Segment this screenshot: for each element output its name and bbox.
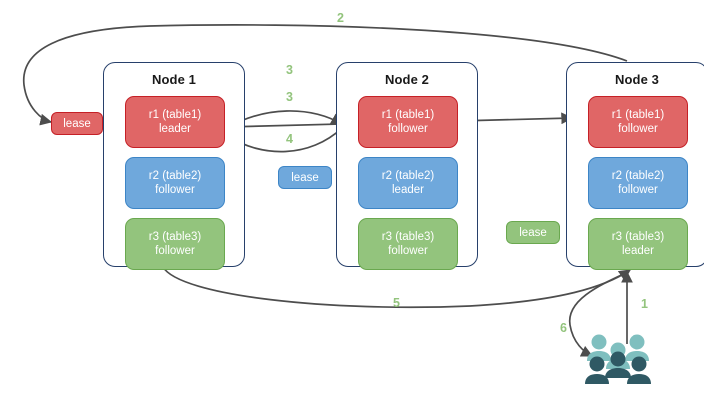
edge-label-3a: 3 xyxy=(286,63,293,77)
replica-label: r3 (table3) xyxy=(611,231,665,243)
edge-label-3b: 3 xyxy=(286,90,293,104)
node-container-3[interactable]: Node 3 r1 (table1) follower r2 (table2) … xyxy=(566,62,704,270)
replica-box[interactable]: r3 (table3) follower xyxy=(125,218,225,270)
edge-label-6: 6 xyxy=(560,321,567,335)
replica-role: follower xyxy=(388,123,428,135)
replica-role: follower xyxy=(388,245,428,257)
replica-label: r3 (table3) xyxy=(381,231,435,243)
node-title: Node 3 xyxy=(615,72,659,87)
edge-4-path xyxy=(227,127,343,153)
replica-box[interactable]: r1 (table1) follower xyxy=(588,96,688,148)
edge-label-2: 2 xyxy=(337,11,344,25)
node-container-1[interactable]: Node 1 r1 (table1) leader r2 (table2) fo… xyxy=(103,62,245,270)
user-figure-front-right xyxy=(627,356,651,384)
replica-label: r1 (table1) xyxy=(381,109,435,121)
replica-box[interactable]: r2 (table2) leader xyxy=(358,157,458,209)
replica-label: r2 (table2) xyxy=(148,170,202,182)
edge-label-4: 4 xyxy=(286,132,293,146)
replica-box[interactable]: r2 (table2) follower xyxy=(125,157,225,209)
edge-label-5: 5 xyxy=(393,296,400,310)
replica-box[interactable]: r1 (table1) follower xyxy=(358,96,458,148)
lease-chip-r3[interactable]: lease xyxy=(506,221,560,244)
replica-label: r2 (table2) xyxy=(381,170,435,182)
replica-label: r1 (table1) xyxy=(611,109,665,121)
replica-label: r1 (table1) xyxy=(148,109,202,121)
lease-chip-r2[interactable]: lease xyxy=(278,166,332,189)
replica-box[interactable]: r3 (table3) leader xyxy=(588,218,688,270)
lease-chip-r1[interactable]: lease xyxy=(51,112,103,135)
replica-role: follower xyxy=(618,184,658,196)
replica-box[interactable]: r2 (table2) follower xyxy=(588,157,688,209)
node-title: Node 1 xyxy=(152,72,196,87)
replica-role: leader xyxy=(392,184,424,196)
replica-role: follower xyxy=(155,245,195,257)
replica-role: leader xyxy=(622,245,654,257)
user-figure-front-left xyxy=(585,356,609,384)
node-container-2[interactable]: Node 2 r1 (table1) follower r2 (table2) … xyxy=(336,62,478,270)
replica-box[interactable]: r1 (table1) leader xyxy=(125,96,225,148)
users-group-icon xyxy=(585,334,651,384)
replica-role: follower xyxy=(618,123,658,135)
replica-label: r2 (table2) xyxy=(611,170,665,182)
node-title: Node 2 xyxy=(385,72,429,87)
replica-role: follower xyxy=(155,184,195,196)
replica-role: leader xyxy=(159,123,191,135)
replica-label: r3 (table3) xyxy=(148,231,202,243)
replica-box[interactable]: r3 (table3) follower xyxy=(358,218,458,270)
edge-label-1: 1 xyxy=(641,297,648,311)
